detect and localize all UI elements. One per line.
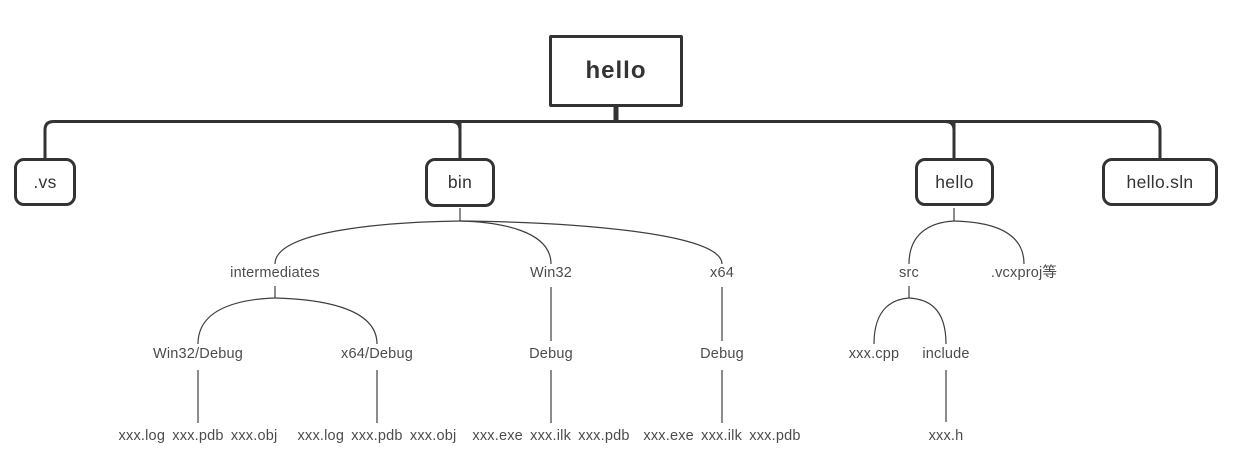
node-hello-sln: hello.sln	[1102, 158, 1218, 206]
connector-hello-vcxproj	[953, 220, 1025, 265]
connector-src-include	[908, 297, 947, 345]
connector-bin-x64	[459, 220, 723, 265]
node-bin: bin	[425, 158, 495, 207]
connector-src-xxxcpp	[873, 297, 910, 345]
label-xxx-cpp: xxx.cpp	[848, 346, 900, 362]
label-vcxproj: .vcxproj等	[990, 265, 1058, 281]
connector-intermediates-x64debug	[274, 297, 378, 345]
node-hello-dir: hello	[915, 158, 994, 206]
connector-hello-src	[908, 220, 955, 265]
connector-bin-fillet	[451, 120, 462, 131]
label-include: include	[922, 346, 970, 362]
node-vs: .vs	[14, 158, 76, 206]
label-src: src	[899, 265, 919, 281]
label-files-win32-debug: xxx.exe xxx.ilk xxx.pdb	[472, 428, 630, 444]
label-files-intermediates-x64: xxx.log xxx.pdb xxx.obj	[297, 428, 457, 444]
label-win32-debug: Win32/Debug	[152, 346, 244, 362]
connector-level1-bus	[43, 120, 1162, 158]
connector-intermediates-win32debug	[197, 297, 276, 345]
label-x64-debug: x64/Debug	[341, 346, 413, 362]
label-files-x64-debug: xxx.exe xxx.ilk xxx.pdb	[643, 428, 801, 444]
label-debug-x64: Debug	[700, 346, 744, 362]
label-debug-win32: Debug	[529, 346, 573, 362]
label-intermediates: intermediates	[230, 265, 320, 281]
label-win32: Win32	[529, 265, 573, 281]
label-xxx-h: xxx.h	[928, 428, 964, 444]
label-x64: x64	[710, 265, 734, 281]
connector-bin-win32	[459, 220, 552, 265]
connector-bin-intermediates	[274, 220, 461, 265]
node-root-hello: hello	[549, 35, 683, 107]
thick-connectors	[43, 106, 1162, 158]
thin-connectors	[197, 208, 1025, 423]
label-files-intermediates-win32: xxx.log xxx.pdb xxx.obj	[118, 428, 278, 444]
connector-hello-fillet	[945, 120, 956, 131]
